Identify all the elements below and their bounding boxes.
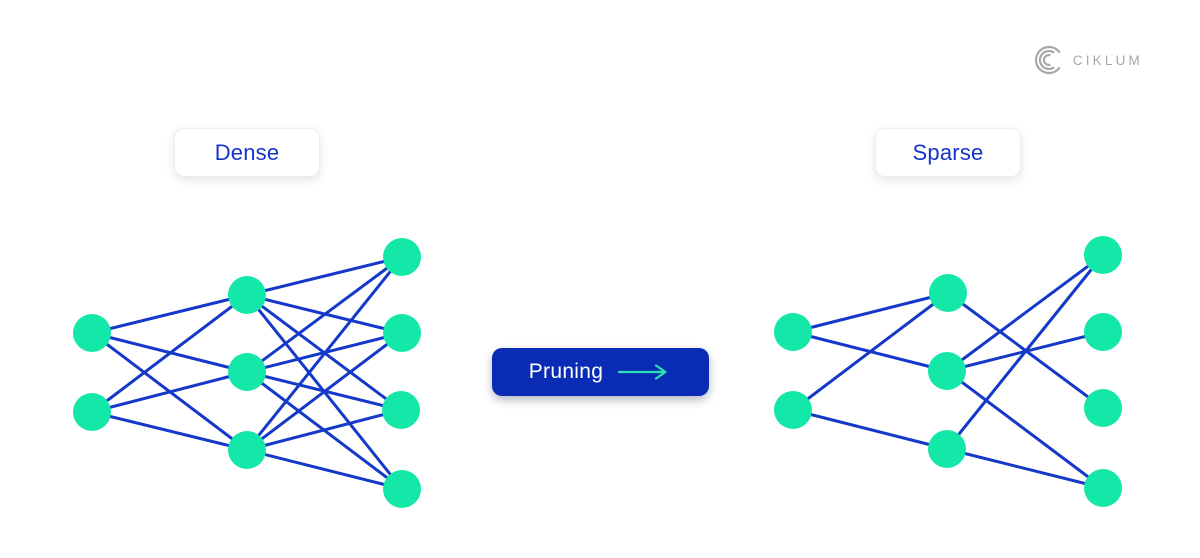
ciklum-logo: CIKLUM bbox=[1034, 45, 1143, 75]
neuron-node-dense-h2 bbox=[228, 353, 266, 391]
synapse-edge-dense-h2-o1 bbox=[246, 255, 403, 374]
dense-label: Dense bbox=[214, 139, 280, 165]
synapse-edge-dense-h3-o2 bbox=[246, 331, 403, 452]
neuron-node-dense-i1 bbox=[73, 314, 111, 352]
neuron-node-sparse-o1 bbox=[1084, 236, 1122, 274]
neuron-node-dense-i2 bbox=[73, 393, 111, 431]
neuron-node-sparse-i1 bbox=[774, 313, 812, 351]
neuron-node-sparse-h1 bbox=[929, 274, 967, 312]
synapse-edge-sparse-h3-o4 bbox=[946, 447, 1104, 490]
synapse-edge-dense-h3-o1 bbox=[245, 256, 404, 451]
synapse-edge-sparse-h2-o4 bbox=[946, 369, 1104, 490]
neuron-node-sparse-h2 bbox=[928, 352, 966, 390]
ciklum-logo-text: CIKLUM bbox=[1072, 52, 1143, 68]
neuron-node-dense-h3 bbox=[228, 431, 266, 469]
synapse-edge-dense-i1-h1 bbox=[91, 293, 248, 335]
neuron-node-dense-o3 bbox=[382, 391, 420, 429]
synapse-edge-sparse-i1-h1 bbox=[792, 291, 949, 334]
neuron-node-sparse-i2 bbox=[774, 391, 812, 429]
pruning-button-label: Pruning bbox=[528, 360, 604, 383]
synapse-edge-sparse-h2-o1 bbox=[946, 253, 1104, 373]
neuron-node-sparse-o3 bbox=[1084, 389, 1122, 427]
neuron-node-dense-o4 bbox=[383, 470, 421, 508]
ciklum-c-arcs-icon bbox=[1034, 45, 1061, 75]
neuron-node-dense-h1 bbox=[228, 276, 266, 314]
synapse-edge-dense-h3-o4 bbox=[246, 448, 403, 491]
pruning-button: Pruning bbox=[492, 348, 709, 396]
neuron-node-dense-o1 bbox=[383, 238, 421, 276]
synapse-edge-sparse-i2-h3 bbox=[792, 408, 948, 451]
sparse-label: Sparse bbox=[912, 139, 984, 165]
synapse-edge-dense-i2-h3 bbox=[91, 410, 248, 452]
neuron-node-dense-o2 bbox=[383, 314, 421, 352]
sparse-label-chip: Sparse bbox=[875, 128, 1021, 177]
synapse-edge-dense-i2-h2 bbox=[91, 370, 248, 414]
synapse-edge-sparse-h3-o1 bbox=[945, 254, 1105, 450]
neuron-node-sparse-o4 bbox=[1084, 469, 1122, 507]
neuron-node-sparse-o2 bbox=[1084, 313, 1122, 351]
long-right-arrow-icon bbox=[618, 364, 667, 380]
synapse-edge-dense-i2-h1 bbox=[91, 293, 248, 414]
synapse-edge-sparse-i2-h1 bbox=[792, 291, 949, 412]
synapse-edge-dense-h3-o3 bbox=[246, 408, 402, 452]
synapse-edge-dense-h1-o1 bbox=[246, 255, 403, 297]
neuron-node-sparse-h3 bbox=[928, 430, 966, 468]
dense-label-chip: Dense bbox=[174, 128, 320, 177]
